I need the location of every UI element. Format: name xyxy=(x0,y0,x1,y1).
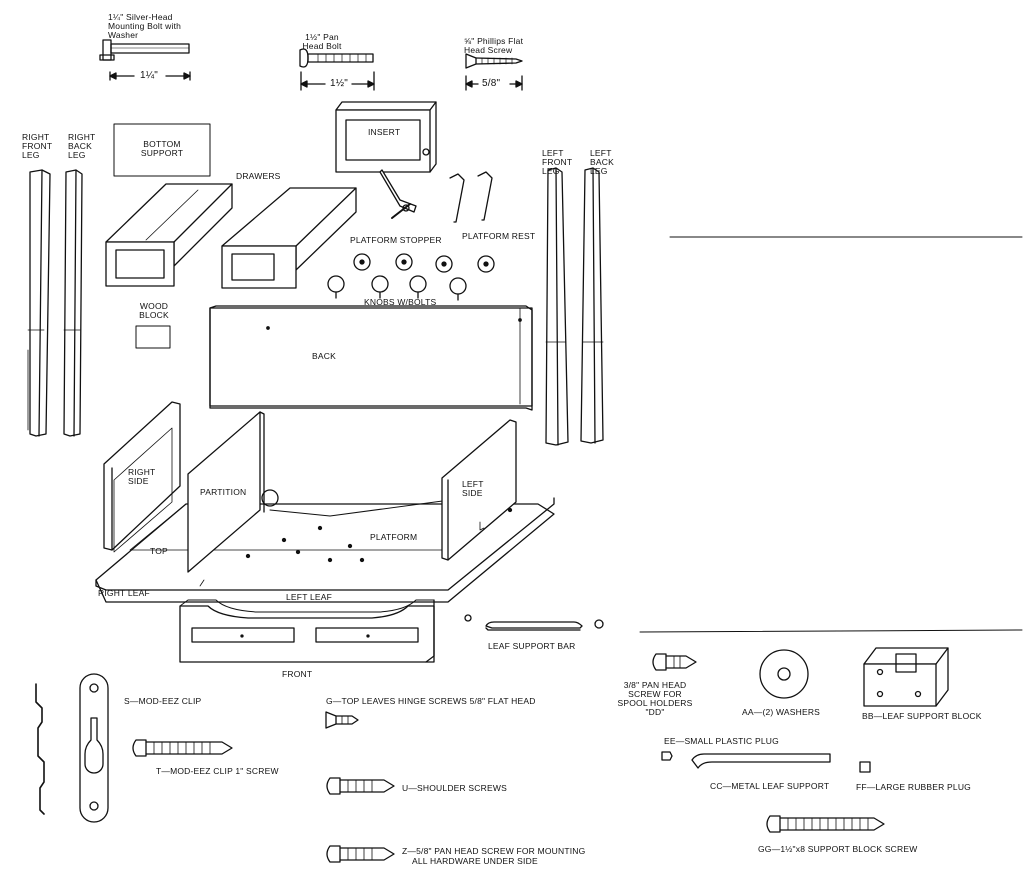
shoulder-screw-drawing xyxy=(326,777,395,795)
right-leaf-label: RIGHT LEAF xyxy=(98,588,150,598)
u-screw-label: U—SHOULDER SCREWS xyxy=(402,783,507,793)
mod-eez-screw-drawing xyxy=(132,739,233,757)
cc-label: CC—METAL LEAF SUPPORT xyxy=(710,781,830,791)
g-screw-label: G—TOP LEAVES HINGE SCREWS 5/8" FLAT HEAD xyxy=(326,696,536,706)
knobs-label: KNOBS W/BOLTS xyxy=(364,297,437,307)
left-front-leg-drawing xyxy=(545,167,569,446)
right-front-leg-drawing xyxy=(27,169,51,437)
right-back-leg-drawing xyxy=(63,169,83,437)
bottom-support-drawing xyxy=(113,123,211,177)
partition-label: PARTITION xyxy=(200,487,247,497)
insert-drawing xyxy=(335,101,437,173)
mounting-bolt-dimension: 1¼" xyxy=(140,70,159,81)
platform-rest-label: PLATFORM REST xyxy=(462,231,536,241)
leaf-support-bar-label: LEAF SUPPORT BAR xyxy=(488,641,576,651)
drawer-right-drawing xyxy=(221,187,357,289)
wood-block-drawing xyxy=(135,325,171,349)
leaf-support-block-drawing xyxy=(863,647,949,707)
platform-rest-drawing xyxy=(449,171,493,223)
ff-label: FF—LARGE RUBBER PLUG xyxy=(856,782,971,792)
pan-head-bolt-dimension: 1½" xyxy=(330,78,349,89)
back-label: BACK xyxy=(312,351,336,361)
dd-label-line-4: "DD" xyxy=(645,707,665,717)
platform-stopper-drawing xyxy=(379,169,417,219)
mod-eez-clip-side-drawing xyxy=(35,683,45,815)
left-back-leg-drawing xyxy=(580,167,604,444)
mounting-bolt-label: 1¼" Silver-Head Mounting Bolt with Washe… xyxy=(108,12,182,40)
small-plastic-plug-drawing xyxy=(661,751,673,761)
dd-label-line-3: SPOOL HOLDERS xyxy=(617,698,693,708)
right-front-leg-label: RIGHT FRONT LEG xyxy=(22,132,53,160)
support-block-screw-drawing xyxy=(766,815,885,833)
leaf-support-bar-drawing xyxy=(464,614,604,631)
dd-label-line-2: SCREW FOR xyxy=(628,689,682,699)
large-rubber-plug-drawing xyxy=(859,761,871,773)
top-label: TOP xyxy=(150,546,168,556)
right-side-label: RIGHT SIDE xyxy=(128,467,156,486)
spool-holder-screw-drawing xyxy=(652,653,697,671)
dd-label-line-1: 3/8" PAN HEAD xyxy=(623,680,687,690)
flat-head-screw-dimension: 5/8" xyxy=(482,78,501,89)
s-clip-label: S—MOD-EEZ CLIP xyxy=(124,696,202,706)
front-label: FRONT xyxy=(282,669,313,679)
right-back-leg-label: RIGHT BACK LEG xyxy=(68,132,96,160)
partition-drawing xyxy=(187,411,279,573)
t-screw-label: T—MOD-EEZ CLIP 1" SCREW xyxy=(156,766,279,776)
z-screw-label-line-1: Z—5/8" PAN HEAD SCREW FOR MOUNTING xyxy=(402,846,586,856)
ee-label: EE—SMALL PLASTIC PLUG xyxy=(664,736,779,746)
metal-leaf-support-drawing xyxy=(691,753,831,769)
left-leaf-label: LEFT LEAF xyxy=(286,592,333,602)
hinge-screw-drawing xyxy=(325,711,359,729)
left-front-leg-label: LEFT FRONT LEG xyxy=(542,148,573,176)
pan-head-bolt-drawing xyxy=(299,48,375,91)
pan-head-bolt-label: 1½" Pan Head Bolt xyxy=(302,32,342,51)
flat-head-screw-drawing xyxy=(465,53,523,91)
z-screw-label-line-2: ALL HARDWARE UNDER SIDE xyxy=(412,856,538,866)
bottom-support-label: BOTTOM SUPPORT xyxy=(140,139,184,158)
platform-label: PLATFORM xyxy=(370,532,418,542)
insert-label: INSERT xyxy=(368,127,401,137)
mounting-bolt-drawing xyxy=(99,39,191,81)
flat-head-screw-label: ⅝" Phillips Flat Head Screw xyxy=(464,36,524,55)
drawers-label: DRAWERS xyxy=(236,171,281,181)
right-side-drawing xyxy=(103,401,181,553)
back-panel-drawing xyxy=(209,305,533,411)
margin-line xyxy=(639,629,1023,633)
gg-label: GG—1½"x8 SUPPORT BLOCK SCREW xyxy=(758,844,918,854)
front-rail-drawing xyxy=(179,599,435,663)
left-side-label: LEFT SIDE xyxy=(462,479,484,498)
knobs-drawing xyxy=(327,253,495,301)
drawer-left-drawing xyxy=(105,183,233,287)
pan-head-screw-z-drawing xyxy=(326,845,395,863)
platform-bar-drawing xyxy=(269,499,451,517)
washer-drawing xyxy=(759,649,809,699)
left-back-leg-label: LEFT BACK LEG xyxy=(590,148,614,176)
wood-block-label: WOOD BLOCK xyxy=(139,301,169,320)
aa-label: AA—(2) WASHERS xyxy=(742,707,821,717)
mod-eez-clip-front-drawing xyxy=(79,673,109,823)
left-side-drawing xyxy=(441,419,517,561)
platform-stopper-label: PLATFORM STOPPER xyxy=(350,235,442,245)
bb-label: BB—LEAF SUPPORT BLOCK xyxy=(862,711,982,721)
